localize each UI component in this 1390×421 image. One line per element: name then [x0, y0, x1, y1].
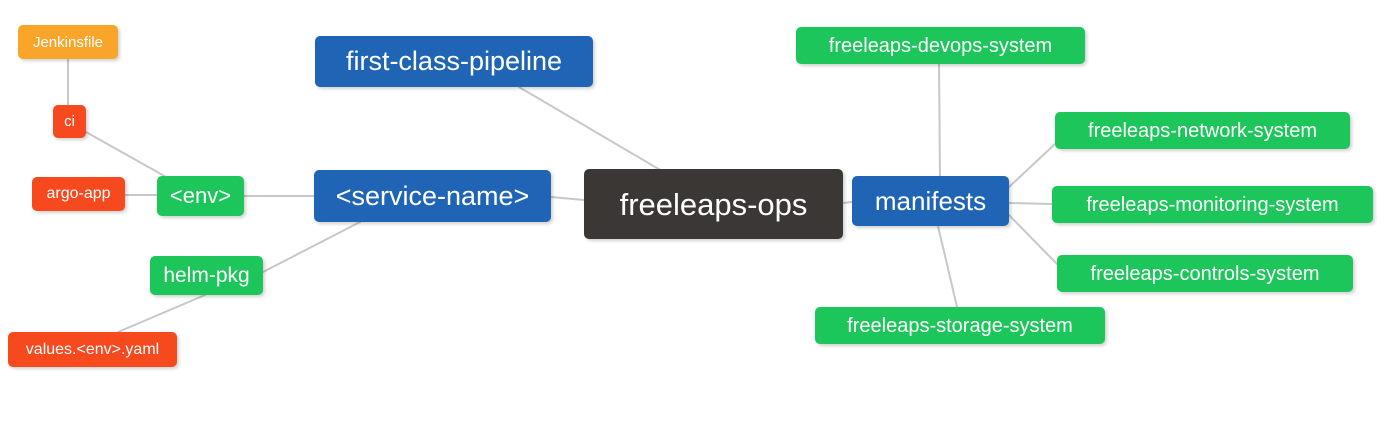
edge-helm-pkg-to-values-yaml [117, 294, 206, 333]
edge-manifests-to-devops [938, 63, 941, 177]
node-storage[interactable]: freeleaps-storage-system [815, 307, 1105, 344]
edge-manifests-to-storage [937, 225, 958, 308]
node-controls[interactable]: freeleaps-controls-system [1057, 255, 1353, 292]
edge-freeleaps-ops-to-manifests [842, 201, 853, 204]
edge-manifests-to-controls [1008, 214, 1058, 265]
node-monitoring[interactable]: freeleaps-monitoring-system [1052, 186, 1373, 223]
node-service-name[interactable]: <service-name> [314, 170, 551, 222]
node-devops[interactable]: freeleaps-devops-system [796, 27, 1085, 64]
node-network[interactable]: freeleaps-network-system [1055, 112, 1350, 149]
edge-first-class-to-freeleaps-ops [518, 86, 663, 172]
node-values-yaml[interactable]: values.<env>.yaml [8, 332, 177, 367]
node-env[interactable]: <env> [157, 176, 244, 216]
node-first-class[interactable]: first-class-pipeline [315, 36, 593, 87]
node-manifests[interactable]: manifests [852, 176, 1009, 226]
edge-service-name-to-helm-pkg [262, 221, 361, 273]
edge-manifests-to-monitoring [1008, 202, 1053, 205]
node-argo-app[interactable]: argo-app [32, 177, 125, 211]
node-freeleaps-ops[interactable]: freeleaps-ops [584, 169, 843, 239]
edge-manifests-to-network [1008, 143, 1056, 188]
node-helm-pkg[interactable]: helm-pkg [150, 256, 263, 295]
edge-service-name-to-freeleaps-ops [550, 196, 585, 201]
node-jenkinsfile[interactable]: Jenkinsfile [18, 25, 118, 59]
node-ci[interactable]: ci [53, 105, 86, 138]
